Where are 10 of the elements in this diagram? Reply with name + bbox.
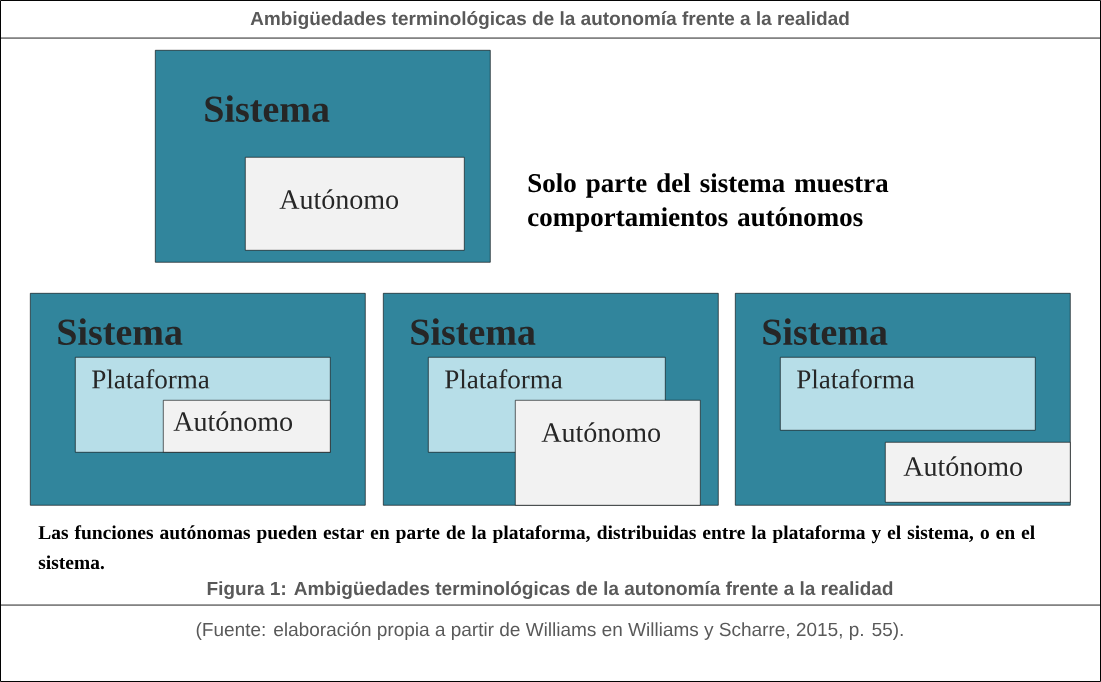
autonomous-box: Autónomo [163, 400, 331, 453]
platform-box: Plataforma [780, 357, 1036, 431]
note-text: Las funciones autónomas pueden estar en parte de la plataforma, distribuidas entre la plataforma y el sistema, o en el sistema. [38, 525, 1035, 570]
autonomous-box: Autónomo [515, 400, 701, 506]
autonomous-box: Autónomo [245, 157, 465, 251]
caption: Figura 1: Ambigüedades terminológicas de la autonomía frente a la realidad [207, 581, 893, 599]
source-text: (Fuente: elaboración propia a partir de Williams en Williams y Scharre, 2015, p. 55). [196, 622, 903, 640]
title: Ambigüedades terminológicas de la autonomía frente a la realidad [250, 11, 849, 29]
autonomous-box: Autónomo [885, 442, 1071, 503]
annotation-text: Solo parte del sistema muestra comportamientos autónomos [528, 173, 889, 232]
